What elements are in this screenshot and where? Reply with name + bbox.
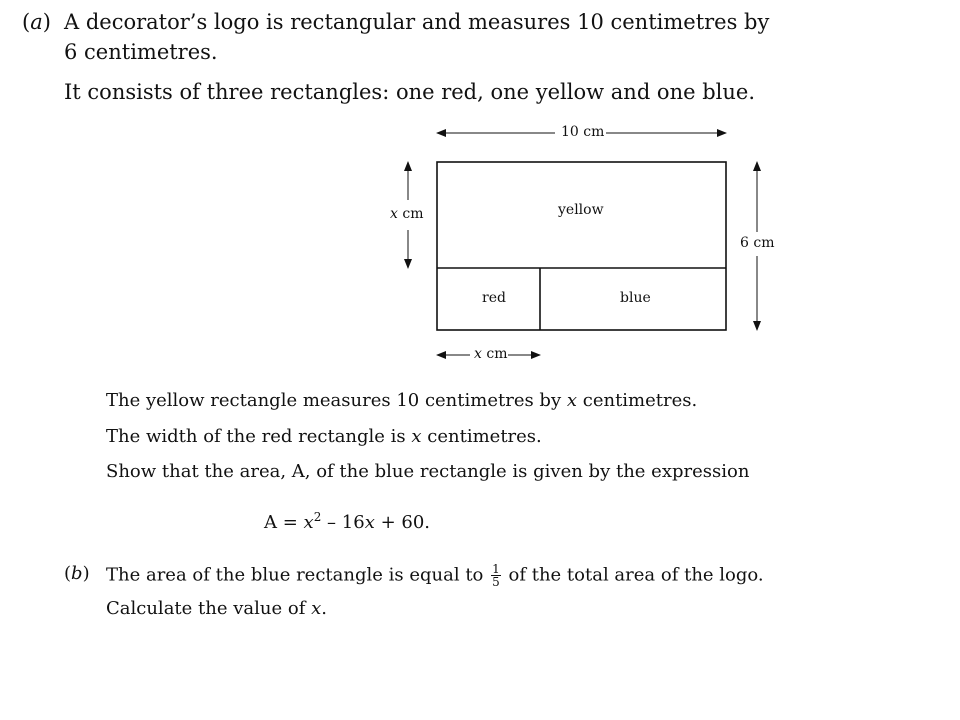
b1-pre: The area of the blue rectangle is equal … — [106, 564, 490, 586]
blue-rectangle-label: blue — [620, 290, 651, 306]
s2-post: centimetres. — [421, 426, 542, 447]
s1-pre: The yellow rectangle measures 10 centime… — [106, 390, 567, 411]
part-a-label: (a) — [22, 10, 51, 34]
top-dimension-label: 10 cm — [561, 124, 605, 140]
part-b-line2: Calculate the value of x. — [106, 598, 327, 619]
part-a-letter: a — [30, 10, 43, 34]
statement-show: Show that the area, A, of the blue recta… — [106, 461, 750, 482]
right-dimension-label: 6 cm — [740, 235, 775, 251]
s2-pre: The width of the red rectangle is — [106, 426, 412, 447]
b2-var: x — [311, 598, 322, 619]
left-dimension-label: x cm — [390, 206, 423, 222]
left-dim-var: x — [390, 206, 398, 222]
statement-red: The width of the red rectangle is x cent… — [106, 426, 542, 447]
area-formula: A = x2 – 16x + 60. — [264, 510, 430, 533]
b2-pre: Calculate the value of — [106, 598, 312, 619]
s1-var: x — [566, 390, 578, 411]
fraction-denominator: 5 — [492, 575, 500, 589]
bottom-dimension-label: x cm — [474, 346, 507, 362]
red-rectangle-label: red — [482, 290, 506, 306]
formula-lhs: A = — [264, 512, 304, 533]
left-dim-unit: cm — [402, 206, 424, 222]
formula-mid: – 16 — [321, 512, 365, 533]
formula-x1: x — [303, 512, 314, 533]
statement-yellow: The yellow rectangle measures 10 centime… — [106, 390, 697, 411]
formula-tail: + 60. — [374, 512, 430, 533]
s1-post: centimetres. — [577, 390, 698, 411]
part-a-line3: It consists of three rectangles: one red… — [64, 80, 755, 104]
b2-post: . — [321, 598, 327, 619]
formula-exponent: 2 — [313, 510, 322, 524]
part-b-letter: b — [71, 563, 83, 584]
fraction-numerator: 1 — [491, 562, 501, 576]
logo-outline — [436, 161, 727, 331]
part-a-line1: A decorator’s logo is rectangular and me… — [64, 10, 770, 34]
b1-post: of the total area of the logo. — [502, 564, 764, 586]
bottom-dim-unit: cm — [486, 346, 508, 362]
part-b-line1: The area of the blue rectangle is equal … — [106, 563, 764, 588]
s2-var: x — [411, 426, 422, 447]
part-a-line2: 6 centimetres. — [64, 40, 218, 64]
yellow-rectangle-label: yellow — [558, 202, 604, 218]
bottom-dim-var: x — [474, 346, 482, 362]
part-b-label: (b) — [64, 563, 90, 584]
formula-x2: x — [364, 512, 375, 533]
